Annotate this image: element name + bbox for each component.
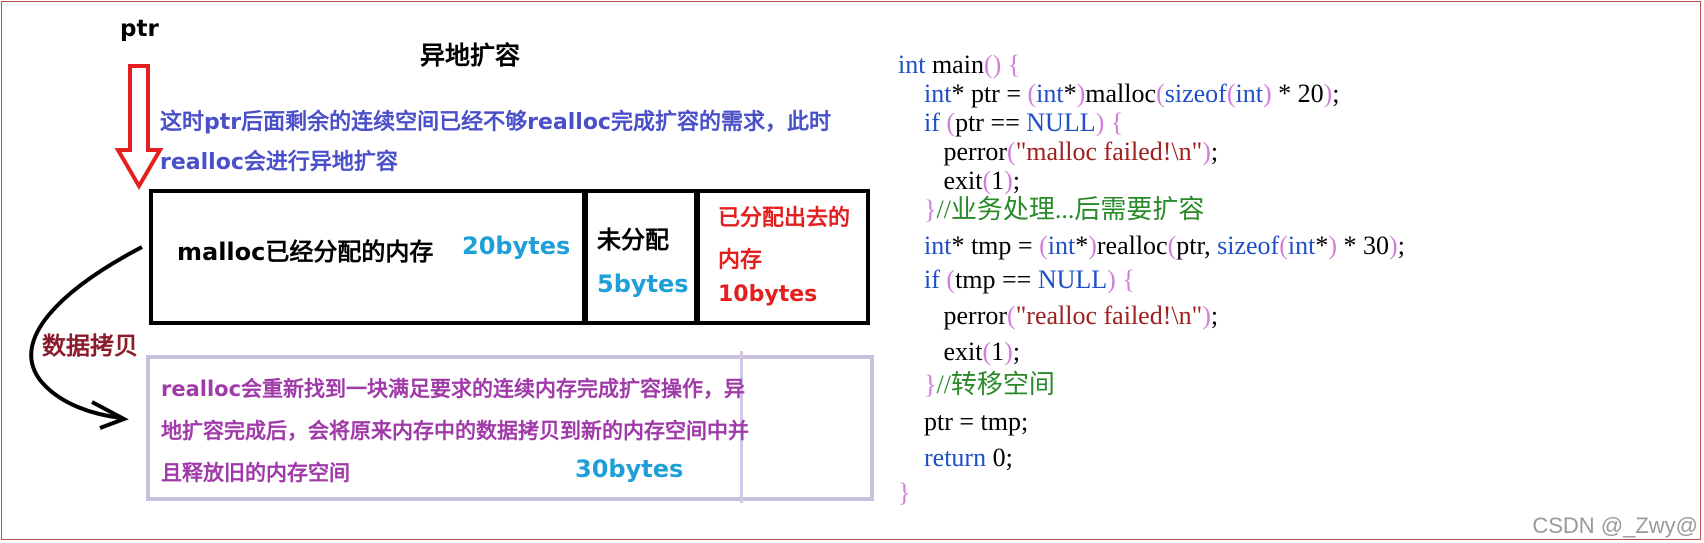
code-line: int* tmp = (int*)realloc(ptr, sizeof(int… [924, 231, 1405, 260]
code-line: } [898, 478, 911, 507]
new-memory-divider [740, 351, 743, 503]
new-memory-block [146, 355, 874, 501]
note-relocation: realloc会重新找到一块满足要求的连续内存完成扩容操作，异地扩容完成后，会将… [161, 377, 749, 485]
code-line: }//转移空间 [924, 370, 1055, 399]
allocated-size: 10bytes [718, 282, 818, 307]
allocated-label: 已分配出去的内存 [718, 206, 851, 273]
note-insufficient-space: 这时ptr后面剩余的连续空间已经不够realloc完成扩容的需求，此时reall… [160, 110, 831, 175]
code-line: perror("malloc failed!\n"); [898, 137, 1219, 166]
watermark: CSDN @_Zwy@ [1532, 513, 1698, 538]
copy-curve-arrow [29, 245, 143, 420]
malloc-block-label: malloc已经分配的内存 [177, 238, 434, 266]
unallocated-label: 未分配 [597, 226, 669, 254]
code-line: perror("realloc failed!\n"); [898, 301, 1219, 330]
code-line: exit(1); [898, 166, 1021, 195]
malloc-block-size: 20bytes [462, 232, 571, 260]
code-line: if (tmp == NULL) { [924, 265, 1135, 294]
copy-arrowhead [91, 400, 129, 430]
code-line: if (ptr == NULL) { [924, 108, 1124, 137]
ptr-label: ptr [120, 16, 159, 42]
code-line: exit(1); [898, 337, 1021, 366]
allocated-block [696, 189, 870, 325]
unallocated-size: 5bytes [597, 270, 689, 298]
code-line: int main() { [898, 50, 1021, 79]
new-block-size: 30bytes [575, 455, 684, 483]
code-line: int* ptr = (int*)malloc(sizeof(int) * 20… [924, 79, 1340, 108]
code-line: ptr = tmp; [898, 407, 1029, 436]
unallocated-block [584, 189, 698, 325]
code-line: return 0; [924, 443, 1013, 472]
data-copy-label: 数据拷贝 [42, 332, 138, 360]
diagram-title: 异地扩容 [420, 41, 521, 70]
code-line: }//业务处理...后需要扩容 [924, 195, 1205, 224]
ptr-down-arrow [114, 64, 164, 190]
